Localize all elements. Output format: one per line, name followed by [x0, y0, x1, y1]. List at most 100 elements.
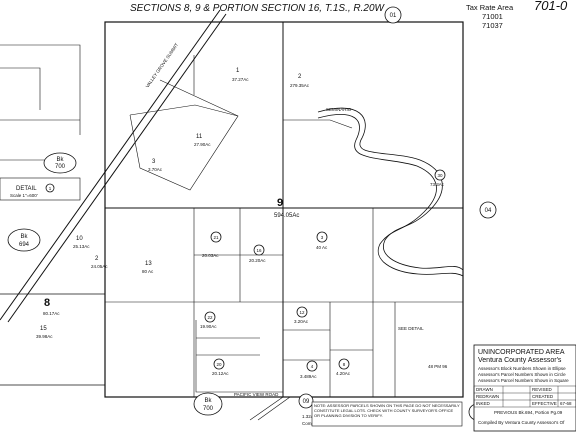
parcel-2b[interactable]: 224.05Ac [91, 256, 108, 269]
svg-text:30: 30 [437, 173, 443, 178]
svg-text:01: 01 [390, 13, 397, 19]
parcel-22[interactable]: 22 19.90Ac [200, 311, 217, 329]
parcel-10[interactable]: 10 25.13Ac [73, 236, 90, 249]
svg-text:8: 8 [343, 362, 346, 367]
sheet-ref-04[interactable]: 04 [479, 201, 497, 219]
parcel-21[interactable]: 21 20.03Ac [202, 231, 222, 258]
parcel-12[interactable]: 12 3.20Ac [294, 306, 309, 324]
book-700-bottom[interactable]: Bk 700 [193, 392, 223, 416]
parcel-13[interactable]: 13 80 Ac [142, 261, 154, 274]
detail-callout[interactable]: DETAIL 1 Scale 1"=600' [10, 183, 55, 198]
parcel-3[interactable]: 3 3.70Ac [148, 159, 163, 172]
svg-text:1.32Ac: 1.32Ac [302, 414, 317, 419]
svg-text:700: 700 [203, 406, 214, 412]
highway [0, 9, 227, 323]
comp-label: Comp. [302, 421, 315, 426]
parcel-11[interactable]: 11 27.90Ac [194, 134, 211, 147]
parcel-3b[interactable]: 3 40 Ac [316, 231, 328, 250]
svg-text:80 Ac: 80 Ac [142, 269, 154, 274]
svg-text:4: 4 [311, 364, 314, 369]
see-detail-label: SEE DETAIL [398, 326, 424, 331]
svg-text:2: 2 [298, 74, 302, 80]
revision-table [473, 385, 576, 408]
svg-text:80.17Ac: 80.17Ac [43, 311, 60, 316]
parcel-1[interactable]: 1 37.27Ac [232, 68, 249, 82]
svg-text:1: 1 [49, 186, 52, 191]
svg-text:3.20Ac: 3.20Ac [294, 319, 309, 324]
svg-text:3: 3 [152, 159, 156, 165]
section-9: 9 [277, 197, 283, 209]
tax-rate-code-1: 71001 [482, 12, 503, 21]
disclaimer-box: NOTE: ASSESSOR PARCELS SHOWN ON THIS PAG… [311, 401, 463, 427]
pm-ref: 48 PM 96 [428, 364, 448, 369]
left-fragments [0, 44, 81, 201]
road-name: PACIFIC VIEW ROAD [234, 392, 279, 397]
tax-rate-label: Tax Rate Area [466, 3, 514, 12]
svg-text:DETAIL: DETAIL [16, 186, 37, 192]
svg-text:10: 10 [76, 236, 83, 242]
svg-text:REVISED: REVISED [532, 387, 553, 392]
svg-text:27.90Ac: 27.90Ac [194, 142, 211, 147]
svg-text:13: 13 [145, 261, 152, 267]
road-label-left: VALLEY GROVE SUMMIT [145, 42, 180, 89]
svg-text:73.3Ac: 73.3Ac [430, 182, 445, 187]
title-box: UNINCORPORATED AREA Ventura County Asses… [473, 344, 576, 432]
svg-text:1: 1 [236, 68, 240, 74]
svg-text:09: 09 [303, 399, 310, 405]
svg-text:04: 04 [485, 208, 492, 214]
section-lines [0, 21, 464, 398]
parcel-9[interactable]: 1.32Ac [302, 414, 317, 419]
sheet-ref-09[interactable]: 09 [298, 393, 314, 409]
svg-text:Ventura County Assessor's: Ventura County Assessor's [478, 357, 562, 364]
svg-text:4.20Ac: 4.20Ac [336, 371, 351, 376]
section-8: 8 [44, 297, 50, 309]
svg-text:16: 16 [256, 248, 262, 253]
svg-text:CREATED: CREATED [532, 394, 554, 399]
svg-text:24.05Ac: 24.05Ac [91, 264, 108, 269]
parcel-30[interactable]: 30 73.3Ac [430, 169, 446, 187]
svg-text:40 Ac: 40 Ac [316, 245, 328, 250]
svg-text:39.98Ac: 39.98Ac [36, 334, 53, 339]
svg-text:DRAWN: DRAWN [476, 387, 493, 392]
parcel-8[interactable]: 8 4.20Ac [336, 358, 351, 376]
svg-text:20.20Ac: 20.20Ac [249, 258, 266, 263]
svg-text:Scale 1"=600': Scale 1"=600' [10, 193, 38, 198]
svg-text:15: 15 [40, 326, 47, 332]
svg-text:694: 694 [19, 242, 30, 248]
parcel-4[interactable]: 4 3.489Ac [300, 360, 318, 379]
svg-text:279.35Ac: 279.35Ac [290, 83, 310, 88]
svg-text:EFFECTIVE: EFFECTIVE [532, 401, 557, 406]
svg-text:3.70Ac: 3.70Ac [148, 167, 163, 172]
svg-text:20: 20 [216, 362, 222, 367]
svg-text:12: 12 [299, 310, 305, 315]
svg-text:Assessor's Parcel Numbers Show: Assessor's Parcel Numbers Shown in Circl… [478, 372, 566, 377]
parcel-16[interactable]: 16 20.20Ac [249, 244, 266, 263]
svg-text:37.27Ac: 37.27Ac [232, 77, 249, 82]
svg-text:25.13Ac: 25.13Ac [73, 244, 90, 249]
parcel-2[interactable]: 2 279.35Ac [290, 74, 310, 88]
svg-text:Assessor's Block Numbers Shown: Assessor's Block Numbers Shown in Ellips… [478, 366, 566, 371]
svg-text:19.90Ac: 19.90Ac [200, 324, 217, 329]
svg-text:21: 21 [213, 235, 219, 240]
parcel-8b[interactable]: 80.17Ac [43, 311, 60, 316]
book-700-top[interactable]: Bk 700 [43, 152, 77, 174]
svg-text:Bk: Bk [56, 157, 64, 163]
svg-text:REDRAWN: REDRAWN [476, 394, 499, 399]
svg-text:UNINCORPORATED AREA: UNINCORPORATED AREA [478, 349, 565, 356]
svg-text:11: 11 [196, 134, 203, 140]
svg-text:22: 22 [207, 315, 213, 320]
svg-text:Compiled By Ventura County Ass: Compiled By Ventura County Assessor's Of [478, 420, 565, 425]
svg-text:PREVIOUS Bk.694, Portion Pg.09: PREVIOUS Bk.694, Portion Pg.09 [494, 410, 563, 415]
book-694[interactable]: Bk 694 [7, 228, 41, 252]
parcel-15[interactable]: 15 39.98Ac [36, 326, 53, 339]
svg-text:3: 3 [321, 235, 324, 240]
sheet-ref-01[interactable]: 01 [384, 6, 402, 24]
svg-text:3.489Ac: 3.489Ac [300, 374, 317, 379]
tax-rate-code-2: 71037 [482, 21, 503, 30]
section-area: 594.05Ac [274, 213, 299, 219]
seminario-label: SEMINARIO [326, 107, 352, 112]
svg-text:67-68: 67-68 [560, 401, 572, 406]
svg-text:20.03Ac: 20.03Ac [202, 253, 219, 258]
